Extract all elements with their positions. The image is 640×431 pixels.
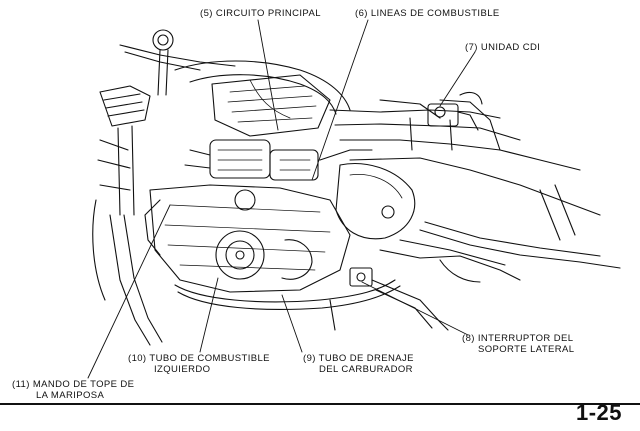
rear-frame [329,91,601,216]
callout-lineas-combustible: (6) LINEAS DE COMBUSTIBLE [355,8,500,19]
callout-9-line2: DEL CARBURADOR [319,364,413,375]
callout-11-line1: (11) MANDO DE TOPE DE [12,379,135,390]
swingarm [419,184,621,269]
callout-unidad-cdi: (7) UNIDAD CDI [465,42,540,53]
callout-10-line1: (10) TUBO DE COMBUSTIBLE [128,353,270,364]
callout-tubo-drenaje: (9) TUBO DE DRENAJE DEL CARBURADOR [303,353,414,375]
callout-8-line2: SOPORTE LATERAL [478,344,575,355]
leader-9 [281,294,303,353]
front-downtube [92,199,163,346]
cdi-unit [427,103,479,131]
leader-8 [361,281,469,336]
callout-tubo-combustible: (10) TUBO DE COMBUSTIBLE IZQUIERDO [128,353,270,375]
page-bottom-rule [0,403,640,405]
callout-mando-tope: (11) MANDO DE TOPE DE LA MARIPOSA [12,379,134,401]
page-number: 1-25 [575,400,622,425]
callout-interruptor-soporte: (8) INTERRUPTOR DEL SOPORTE LATERAL [462,333,574,355]
callout-11-line2: LA MARIPOSA [36,390,105,401]
callout-6-text: (6) LINEAS DE COMBUSTIBLE [355,8,500,19]
leader-7 [439,51,476,107]
callout-8-line1: (8) INTERRUPTOR DEL [462,333,574,344]
leader-6 [311,19,369,181]
callout-9-line1: (9) TUBO DE DRENAJE [303,353,414,364]
handlebar-assembly [97,29,236,216]
fuel-tank-outline [174,60,351,137]
carburetors [184,139,373,211]
engine-block [144,184,351,293]
leader-10 [199,277,219,353]
callout-7-text: (7) UNIDAD CDI [465,42,541,53]
callout-5-text: (5) CIRCUITO PRINCIPAL [200,8,321,19]
leader-5 [257,19,279,131]
side-cover [335,163,416,240]
leader-11 [87,204,171,379]
exhaust-pipes [174,279,401,331]
leader-lines [87,19,476,379]
callout-10-line2: IZQUIERDO [154,364,211,375]
side-stand-switch [349,239,521,331]
callout-circuito-principal: (5) CIRCUITO PRINCIPAL [200,8,321,19]
